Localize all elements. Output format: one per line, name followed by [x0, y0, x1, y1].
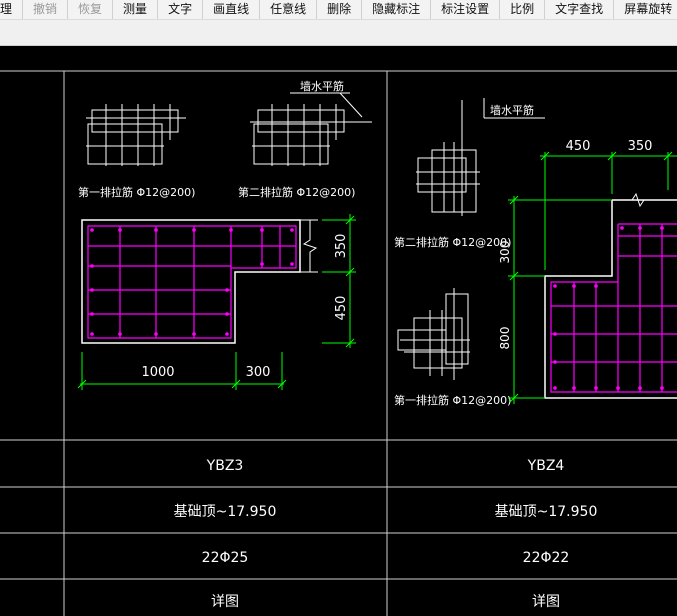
- cad-toolbar: 理 撤销 恢复 测量 文字 画直线 任意线 删除 隐藏标注 标注设置 比例 文字…: [0, 0, 677, 20]
- right-rebar-dots: [553, 226, 664, 390]
- left-wall-rebar-label: 墙水平筋: [300, 79, 344, 93]
- table-cells: YBZ3 YBZ4 基础顶~17.950 基础顶~17.950 22Φ25 22…: [174, 458, 598, 610]
- toolbar-button-hide-dimensions[interactable]: 隐藏标注: [362, 0, 432, 19]
- toolbar-button-scale[interactable]: 比例: [500, 0, 546, 19]
- right-dim-left-2: 800: [498, 327, 512, 350]
- table-cell-left-row-2: 基础顶~17.950: [174, 503, 277, 520]
- table-cell-left-row-4: 详图: [211, 594, 239, 610]
- table-cell-right-row-1: YBZ4: [527, 458, 565, 474]
- left-tie-label-1: 第一排拉筋 Φ12@200): [78, 185, 195, 199]
- right-dim-top-2: 350: [628, 139, 653, 154]
- table-grid: [0, 70, 677, 616]
- toolbar-button-delete[interactable]: 删除: [317, 0, 363, 19]
- left-rebar-dots: [90, 228, 294, 336]
- right-dim-top-1: 450: [566, 139, 591, 154]
- right-tie-label-1: 第二排拉筋 Φ12@200): [394, 235, 511, 249]
- table-cell-right-row-4: 详图: [532, 594, 560, 610]
- right-rebar-cage: [550, 223, 677, 393]
- table-cell-right-row-2: 基础顶~17.950: [495, 503, 598, 520]
- right-wall-rebar-label: 墙水平筋: [490, 103, 534, 117]
- toolbar-button-freehand-line[interactable]: 任意线: [260, 0, 318, 19]
- toolbar-button-undo[interactable]: 撤销: [23, 0, 69, 19]
- right-dimension-lines: [508, 151, 677, 404]
- right-section-detail: 墙水平筋 第二排拉筋 Φ12@200) 第一排拉筋 Φ12@200): [394, 98, 677, 407]
- left-dim-bottom-1: 1000: [141, 365, 174, 380]
- table-cell-right-row-3: 22Φ22: [523, 550, 570, 566]
- left-dim-right-2: 450: [334, 296, 349, 321]
- table-cell-left-row-3: 22Φ25: [202, 550, 249, 566]
- left-tie-detail-2: [250, 104, 372, 166]
- left-section-detail: 墙水平筋 第一排拉筋 Φ12@200) 第二排拉筋 Φ12@200): [77, 79, 372, 390]
- left-tie-detail-1: [86, 104, 186, 166]
- toolbar-button-draw-line[interactable]: 画直线: [203, 0, 261, 19]
- right-tie-label-2: 第一排拉筋 Φ12@200): [394, 393, 511, 407]
- toolbar-button-measure[interactable]: 测量: [113, 0, 159, 19]
- left-column-breakline: [300, 219, 318, 273]
- toolbar-button-rotate-screen[interactable]: 屏幕旋转: [614, 0, 677, 19]
- toolbar-button-text[interactable]: 文字: [158, 0, 204, 19]
- left-column-outline: [81, 219, 301, 344]
- toolbar-button-redo[interactable]: 恢复: [68, 0, 114, 19]
- right-wall-rebar-leader: [483, 98, 545, 119]
- left-rebar-cage: [87, 225, 297, 339]
- right-dim-left-1: 300: [498, 241, 512, 264]
- left-wall-rebar-leader: [290, 92, 363, 118]
- table-cell-left-row-1: YBZ3: [206, 458, 244, 474]
- right-column-breakline: [612, 192, 677, 208]
- right-tie-detail-1: [416, 100, 480, 216]
- left-tie-label-2: 第二排拉筋 Φ12@200): [238, 185, 355, 199]
- left-dimension-lines: [77, 214, 356, 390]
- right-column-outline: [544, 199, 677, 399]
- cad-drawing-canvas[interactable]: 墙水平筋 第一排拉筋 Φ12@200) 第二排拉筋 Φ12@200): [0, 46, 677, 616]
- left-dim-right-1: 350: [334, 234, 349, 259]
- toolbar-lower-panel: [0, 20, 677, 46]
- left-dim-bottom-2: 300: [246, 365, 271, 380]
- toolbar-button-find-text[interactable]: 文字查找: [545, 0, 615, 19]
- right-tie-detail-2: [397, 288, 470, 380]
- toolbar-button-dimension-settings[interactable]: 标注设置: [431, 0, 501, 19]
- toolbar-button-manage[interactable]: 理: [0, 0, 24, 19]
